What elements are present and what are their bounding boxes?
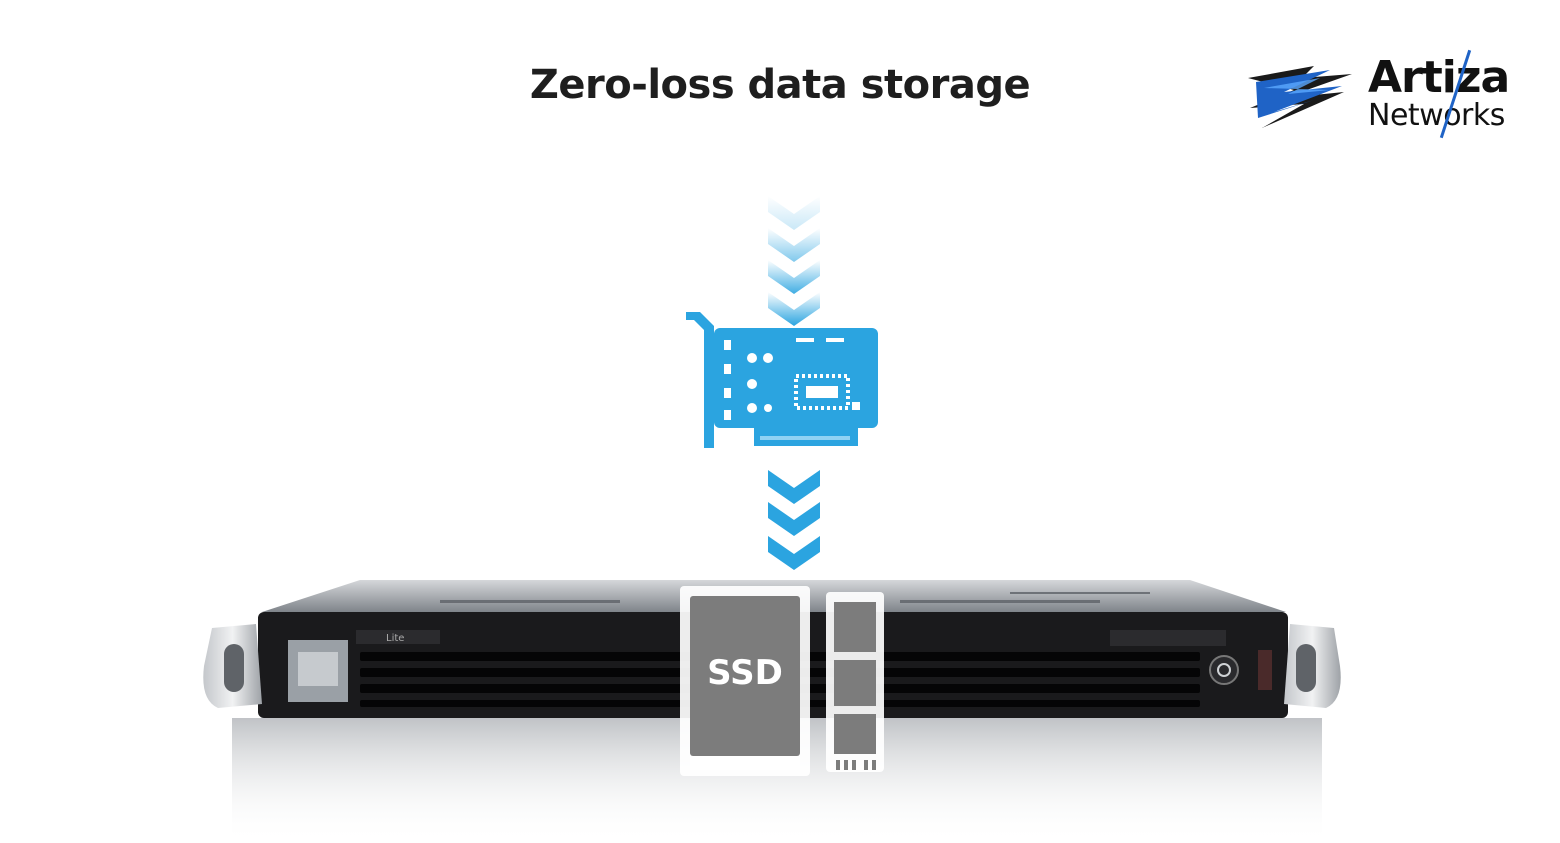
artiza-swoosh-icon [1248,66,1352,128]
right-rack-handle [1284,624,1341,708]
network-card-icon [686,312,878,448]
artiza-logo: Artiza Networks [1244,48,1514,140]
chevrons-down-bottom-icon [768,470,820,570]
ssd-drive-icon: SSD [680,586,810,776]
server-badge-label: Lite [386,633,404,644]
power-button-icon[interactable] [1209,655,1239,685]
ssd-label: SSD [707,653,783,693]
page-title: Zero-loss data storage [529,62,1031,108]
server-badge-plate [356,630,440,644]
server-drive-slot [1110,630,1226,646]
left-rack-handle [203,624,262,708]
m2-ssd-icon [826,592,884,772]
chevrons-down-top-icon [768,196,820,326]
server-status-light [1258,650,1272,690]
logo-text-networks: Networks [1368,98,1505,133]
logo-text-artiza: Artiza [1368,52,1510,103]
